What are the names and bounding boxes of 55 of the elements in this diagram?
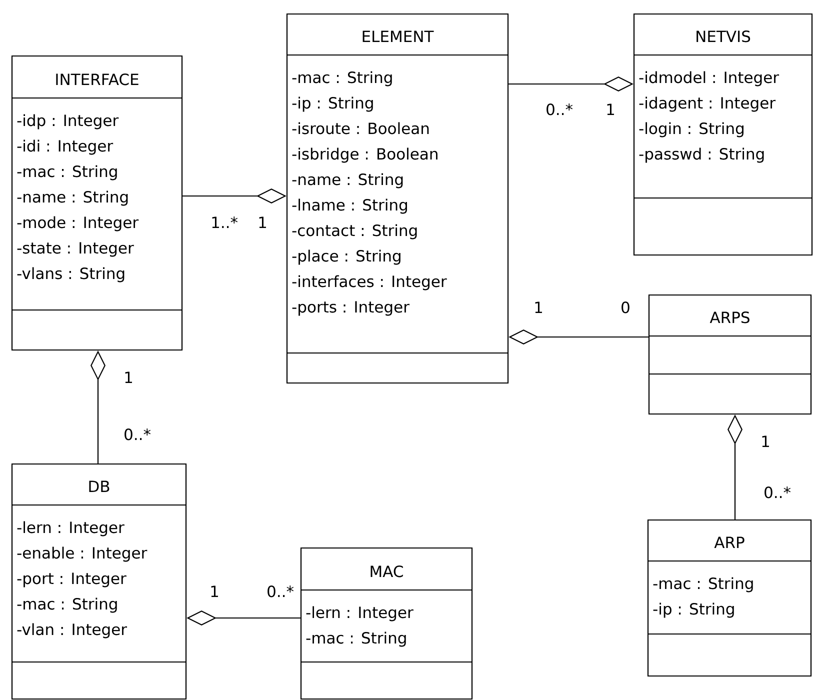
attribute-text: -idagent : Integer	[639, 96, 776, 112]
multiplicity-label: 0	[622, 302, 630, 314]
attribute-text: -place : String	[292, 250, 400, 265]
multiplicity-label: 1	[125, 372, 132, 383]
attribute-text: -mac : String	[292, 71, 392, 86]
attribute-text: -login : String	[639, 122, 744, 138]
attribute-text: -vlans : String	[17, 267, 124, 282]
attribute-text: -lern : Integer	[17, 521, 124, 536]
attribute-text: -idmodel : Integer	[639, 71, 780, 86]
class-name: ARP	[714, 536, 744, 548]
attribute-text: -ip : String	[292, 96, 373, 112]
attribute-text: -vlan : Integer	[17, 623, 127, 638]
class-name: INTERFACE	[56, 74, 138, 86]
class-box	[648, 294, 812, 415]
class-box	[300, 547, 473, 700]
class-box	[633, 13, 813, 256]
attribute-text: -lern : Integer	[306, 606, 414, 622]
class-name: ELEMENT	[362, 30, 434, 42]
attribute-text: -passwd : String	[639, 148, 764, 163]
multiplicity-label: 1	[259, 216, 266, 228]
class-box	[11, 55, 183, 351]
multiplicity-label: 0..*	[546, 104, 573, 116]
attribute-text: -idi : Integer	[17, 140, 114, 155]
class-name: DB	[89, 480, 110, 492]
multiplicity-label: 0..*	[124, 428, 151, 440]
class-box	[647, 519, 812, 677]
attribute-text: -name : String	[17, 190, 128, 206]
attribute-text: -ip : String	[653, 602, 734, 618]
attribute-text: -enable : Integer	[17, 546, 148, 562]
attribute-text: -idp : Integer	[17, 114, 119, 130]
attribute-text: -mac : String	[17, 598, 117, 613]
multiplicity-label: 1	[607, 104, 614, 115]
attribute-text: -ports : Integer	[292, 301, 410, 316]
attribute-text: -mode : Integer	[17, 216, 139, 232]
attribute-text: -port : Integer	[17, 572, 126, 588]
attribute-text: -mac : String	[17, 165, 117, 180]
attribute-text: -isroute : Boolean	[292, 122, 429, 134]
class-box	[286, 13, 509, 384]
attribute-text: -contact : String	[292, 224, 417, 240]
multiplicity-label: 1	[211, 586, 218, 597]
class-name: NETVIS	[696, 30, 750, 42]
multiplicity-label: 1	[535, 302, 542, 313]
attribute-text: -state : Integer	[17, 242, 134, 257]
attribute-text: -interfaces : Integer	[292, 275, 447, 290]
attribute-text: -name : String	[292, 173, 403, 188]
class-name: MAC	[370, 566, 403, 578]
multiplicity-label: 0..*	[764, 486, 791, 498]
attribute-text: -mac : String	[306, 632, 406, 647]
class-box	[11, 463, 187, 700]
attribute-text: -lname : String	[292, 198, 407, 214]
multiplicity-label: 1..*	[212, 216, 238, 228]
attribute-text: -mac : String	[653, 577, 753, 592]
attribute-text: -isbridge : Boolean	[292, 148, 438, 163]
multiplicity-label: 1	[762, 436, 769, 447]
class-name: ARPS	[710, 312, 750, 324]
